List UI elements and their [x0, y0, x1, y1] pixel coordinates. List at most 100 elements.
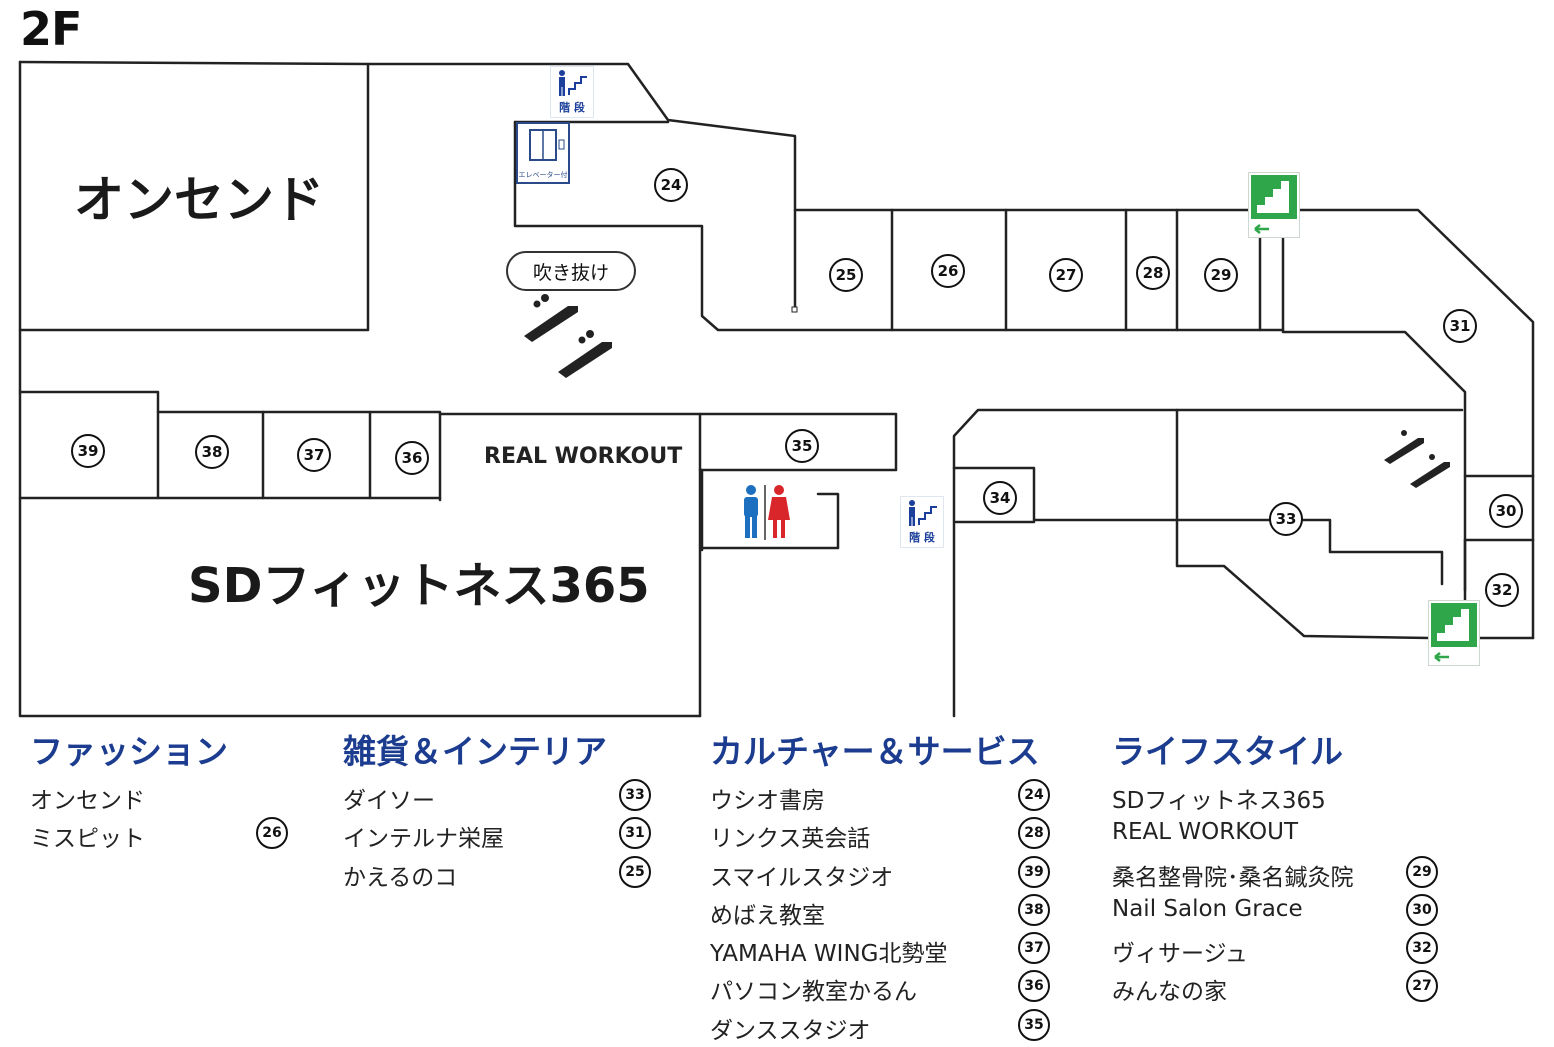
elevator-label: エレベーター付	[518, 171, 568, 179]
legend-culture: カルチャー＆サービス ウシオ書房 24 リンクス英会話 28 スマイルスタジオ …	[710, 725, 1060, 1047]
stairs-sign-top: 階 段	[550, 66, 594, 118]
legend-lifestyle: ライフスタイル SDフィットネス365 REAL WORKOUT 桑名整骨院･桑…	[1112, 725, 1492, 1009]
legend-item[interactable]: ウシオ書房 24	[710, 779, 1060, 817]
shop-marker-32[interactable]: 32	[1485, 573, 1519, 607]
legend-heading-fashion: ファッション	[30, 732, 228, 771]
legend-item[interactable]: リンクス英会話 28	[710, 817, 1060, 855]
legend-item-name: Nail Salon Grace	[1112, 895, 1303, 922]
legend-item[interactable]: ダンススタジオ 35	[710, 1008, 1060, 1047]
emergency-exit-sign-bottom	[1428, 600, 1480, 666]
wall-24-left	[513, 120, 1285, 332]
legend-item-name: ヴィサージュ	[1112, 941, 1248, 968]
wall-toilet	[700, 492, 840, 550]
stairs-icon	[909, 500, 937, 526]
shop-marker-30[interactable]: 30	[1489, 494, 1523, 528]
legend-fashion: ファッション オンセンド ミスピット 26	[30, 725, 300, 856]
stairs-icon	[559, 70, 587, 96]
shop-marker-25[interactable]: 25	[829, 258, 863, 292]
legend-item-number: 33	[619, 779, 651, 811]
shop-marker-36[interactable]: 36	[395, 441, 429, 475]
legend-item-name: 桑名整骨院･桑名鍼灸院	[1112, 864, 1354, 891]
shop-marker-26[interactable]: 26	[931, 254, 965, 288]
legend-item-name: めばえ教室	[710, 902, 825, 929]
legend-item[interactable]: ミスピット 26	[30, 817, 300, 855]
legend-item-number: 39	[1018, 855, 1050, 888]
shop-marker-28[interactable]: 28	[1136, 256, 1170, 290]
legend-item[interactable]: YAMAHA WING北勢堂 37	[710, 932, 1060, 970]
elevator-sign: エレベーター付	[516, 122, 570, 184]
legend-heading-lifestyle: ライフスタイル	[1112, 732, 1343, 771]
legend-item-name: ミスピット	[30, 826, 145, 853]
store-label-onsend[interactable]: オンセンド	[74, 171, 324, 229]
legend-item-number: 30	[1406, 893, 1438, 926]
legend-item-number: 28	[1018, 817, 1050, 850]
emergency-exit-icon	[1431, 603, 1477, 662]
legend-item[interactable]: Nail Salon Grace 30	[1112, 893, 1492, 932]
legend-item-name: ダンススタジオ	[710, 1017, 871, 1044]
stairs-label: 階 段	[909, 531, 935, 544]
legend-item[interactable]: めばえ教室 38	[710, 893, 1060, 932]
legend-heading-culture: カルチャー＆サービス	[710, 732, 1040, 771]
legend-item-name: SDフィットネス365	[1112, 788, 1326, 814]
shop-marker-35[interactable]: 35	[785, 429, 819, 463]
legend-heading-goods: 雑貨＆インテリア	[343, 732, 607, 771]
atrium-label: 吹き抜け	[506, 251, 636, 291]
legend-item[interactable]: SDフィットネス365	[1112, 779, 1492, 817]
legend-item[interactable]: みんなの家 27	[1112, 970, 1492, 1008]
legend-item[interactable]: REAL WORKOUT	[1112, 817, 1492, 855]
legend-item-name: オンセンド	[30, 788, 145, 814]
store-label-sd-fitness[interactable]: SDフィットネス365	[188, 558, 650, 614]
legend-item[interactable]: オンセンド	[30, 779, 300, 817]
legend-item[interactable]: 桑名整骨院･桑名鍼灸院 29	[1112, 855, 1492, 894]
legend-item-number: 31	[619, 817, 651, 850]
legend-item-number: 27	[1406, 970, 1438, 1003]
legend-goods: 雑貨＆インテリア ダイソー 33 インテルナ栄屋 31 かえるのコ 25	[343, 725, 663, 894]
elevator-icon	[529, 129, 565, 161]
shop-marker-34[interactable]: 34	[983, 481, 1017, 515]
legend-item-number: 35	[1018, 1008, 1050, 1041]
emergency-exit-icon	[1251, 175, 1297, 234]
legend-item-name: ダイソー	[343, 788, 435, 814]
store-label-real-workout[interactable]: REAL WORKOUT	[484, 444, 683, 469]
legend-item-name: リンクス英会話	[710, 826, 871, 853]
legend-item-number: 36	[1018, 970, 1050, 1003]
stairs-label: 階 段	[559, 101, 585, 114]
legend-item-number: 37	[1018, 932, 1050, 965]
wall-left-edge	[18, 60, 702, 718]
shop-marker-29[interactable]: 29	[1204, 258, 1238, 292]
restroom-icon	[744, 485, 790, 540]
legend-item-name: かえるのコ	[343, 864, 458, 891]
legend-item-number: 29	[1406, 855, 1438, 888]
legend-item[interactable]: インテルナ栄屋 31	[343, 817, 663, 855]
shop-marker-31[interactable]: 31	[1443, 309, 1477, 343]
shop-marker-27[interactable]: 27	[1049, 258, 1083, 292]
legend-item-name: パソコン教室かるん	[710, 979, 917, 1006]
legend-item[interactable]: かえるのコ 25	[343, 855, 663, 894]
legend-item-number: 24	[1018, 779, 1050, 811]
legend-item-name: REAL WORKOUT	[1112, 819, 1299, 846]
shop-marker-39[interactable]: 39	[71, 434, 105, 468]
legend-item[interactable]: パソコン教室かるん 36	[710, 970, 1060, 1008]
legend-item-number: 32	[1406, 932, 1438, 965]
shop-marker-37[interactable]: 37	[297, 438, 331, 472]
emergency-exit-sign-top	[1248, 172, 1300, 238]
legend-item[interactable]: ヴィサージュ 32	[1112, 932, 1492, 970]
legend-item[interactable]: ダイソー 33	[343, 779, 663, 817]
legend-item-name: みんなの家	[1112, 979, 1227, 1006]
legend-item-name: スマイルスタジオ	[710, 864, 894, 891]
legend-item-number: 26	[256, 817, 288, 850]
escalator-icon	[524, 294, 1450, 488]
wall-right-wing	[1281, 208, 1535, 640]
shop-marker-38[interactable]: 38	[195, 435, 229, 469]
legend-item-name: ウシオ書房	[710, 788, 825, 814]
wall-onsend	[18, 62, 370, 332]
legend-item-number: 38	[1018, 893, 1050, 926]
wall-outer-left	[18, 60, 797, 312]
floor-label: 2F	[20, 2, 82, 56]
legend-item-number: 25	[619, 855, 651, 888]
wall-33	[952, 408, 1464, 718]
legend-item[interactable]: スマイルスタジオ 39	[710, 855, 1060, 894]
legend-item-name: インテルナ栄屋	[343, 826, 504, 853]
shop-marker-33[interactable]: 33	[1269, 502, 1303, 536]
shop-marker-24[interactable]: 24	[654, 168, 688, 202]
